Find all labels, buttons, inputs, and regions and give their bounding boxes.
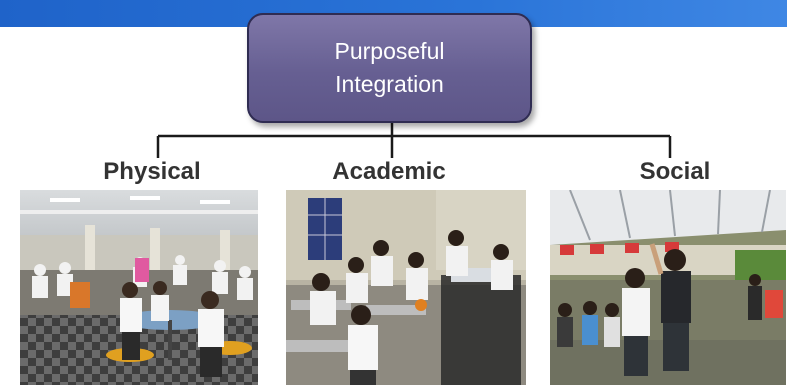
photo-social-tent-event [550,190,786,385]
branch-label-academic: Academic [332,158,446,185]
branch-label-social: Social [639,158,711,185]
branch-label-physical: Physical [103,158,201,185]
root-node-line1: Purposeful [334,38,445,64]
root-node-line2: Integration [335,71,444,97]
photo-academic-classroom [286,190,526,385]
root-node-purposeful-integration: Purposeful Integration [247,13,532,123]
photo-physical-canteen [20,190,258,385]
